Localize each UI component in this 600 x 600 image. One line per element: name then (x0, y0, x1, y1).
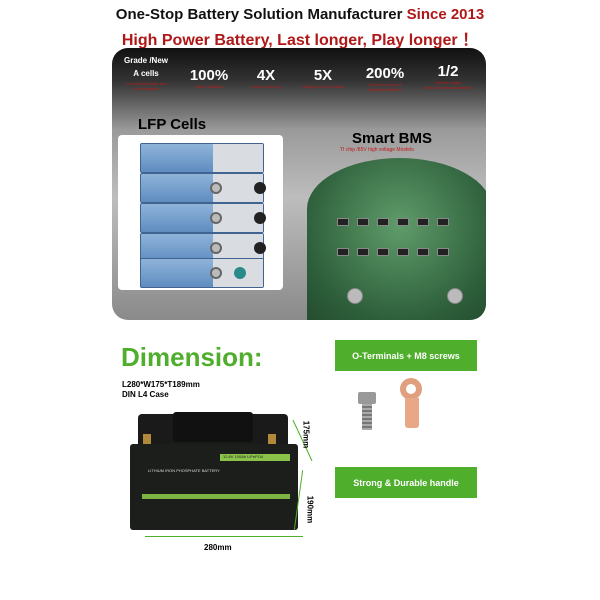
terminals-button[interactable]: O-Terminals + M8 screws (335, 340, 477, 371)
battery-cell (140, 258, 264, 288)
dimension-size: L280*W175*T189mm (122, 380, 200, 389)
length-dimension-line (145, 536, 303, 537)
headline: One-Stop Battery Solution Manufacturer S… (0, 6, 600, 23)
board-terminal (447, 288, 463, 304)
cell-terminal (254, 242, 266, 254)
cell-terminal (210, 212, 222, 224)
mosfet (337, 248, 349, 256)
mosfet (377, 248, 389, 256)
dimension-title: Dimension: (121, 342, 263, 372)
mosfet (377, 218, 389, 226)
feature-value: 5X (313, 67, 333, 84)
bms-subtitle: TI chip /85V high voltage Mosfets (340, 147, 414, 153)
bms-label: Smart BMS (352, 130, 433, 147)
feature-note: Twice the power of (368, 82, 402, 87)
cell-terminal (210, 242, 222, 254)
features-panel: Grade /New A cells Low self-discharge rat… (112, 48, 486, 320)
mosfet (437, 248, 449, 256)
feature-note: Safe & Reliable (195, 84, 223, 89)
o-terminal-barrel (405, 398, 419, 428)
feature-grade: Grade /New A cells Low self-discharge rat… (116, 56, 176, 91)
feature-value: 1/2 (437, 63, 459, 80)
battery-terminal (143, 434, 151, 446)
mosfet (337, 218, 349, 226)
feature-note: than conventional batteries (424, 85, 472, 90)
cell-terminal (210, 267, 222, 279)
headline-title: One-Stop Battery Solution Manufacturer (115, 6, 403, 23)
battery-stripe (142, 494, 290, 499)
feature-note: Charges up to 5X faster (301, 84, 345, 89)
mosfet (397, 218, 409, 226)
battery-type: LITHIUM IRON PHOSPHATE BATTERY (148, 468, 220, 473)
feature-note: traditional batteries (368, 87, 402, 92)
mosfet (397, 248, 409, 256)
board-terminal (347, 288, 363, 304)
cell-terminal (254, 182, 266, 194)
feature-value: 100% (189, 67, 229, 84)
height-label: 190mm (305, 495, 315, 524)
feature-note: Half the weight (434, 80, 462, 85)
dimension-case: DIN L4 Case (122, 390, 169, 399)
feature-value: 4X (256, 67, 276, 84)
feature-note: Low resistance (132, 86, 160, 91)
battery-handle (173, 412, 253, 442)
o-terminal-icon (400, 378, 422, 400)
mosfet (417, 248, 429, 256)
screw-icon (358, 392, 376, 404)
feature-note: Lasts 4X as long (251, 84, 281, 89)
headline-since: Since 2013 (406, 6, 485, 23)
mosfet (437, 218, 449, 226)
lfp-cells-image (118, 135, 283, 290)
battery-image: 12.8V 100Ah LiFePO4 LITHIUM IRON PHOSPHA… (128, 412, 303, 532)
battery-cell (140, 173, 264, 203)
feature-safe: 100%Safe & Reliable (180, 67, 238, 90)
battery-cell (140, 203, 264, 233)
screw-thread (362, 404, 372, 430)
battery-cell (140, 143, 264, 173)
mosfet (357, 248, 369, 256)
tagline: High Power Battery, Last longer, Play lo… (121, 32, 479, 49)
feature-note: Low self-discharge rate (125, 81, 167, 86)
cell-terminal (210, 182, 222, 194)
handle-button[interactable]: Strong & Durable handle (335, 467, 477, 498)
feature-title: A cells (133, 69, 159, 78)
width-label: 175mm (301, 420, 311, 449)
battery-label: 12.8V 100Ah LiFePO4 (220, 454, 290, 461)
mosfet (357, 218, 369, 226)
cell-terminal (254, 212, 266, 224)
battery-terminal (268, 434, 276, 446)
feature-title: Grade /New (123, 56, 168, 65)
bms-board-image (307, 158, 486, 320)
lfp-label: LFP Cells (138, 116, 207, 133)
cell-terminal (234, 267, 246, 279)
mosfet (417, 218, 429, 226)
feature-value: 200% (365, 65, 405, 82)
length-label: 280mm (204, 543, 232, 552)
